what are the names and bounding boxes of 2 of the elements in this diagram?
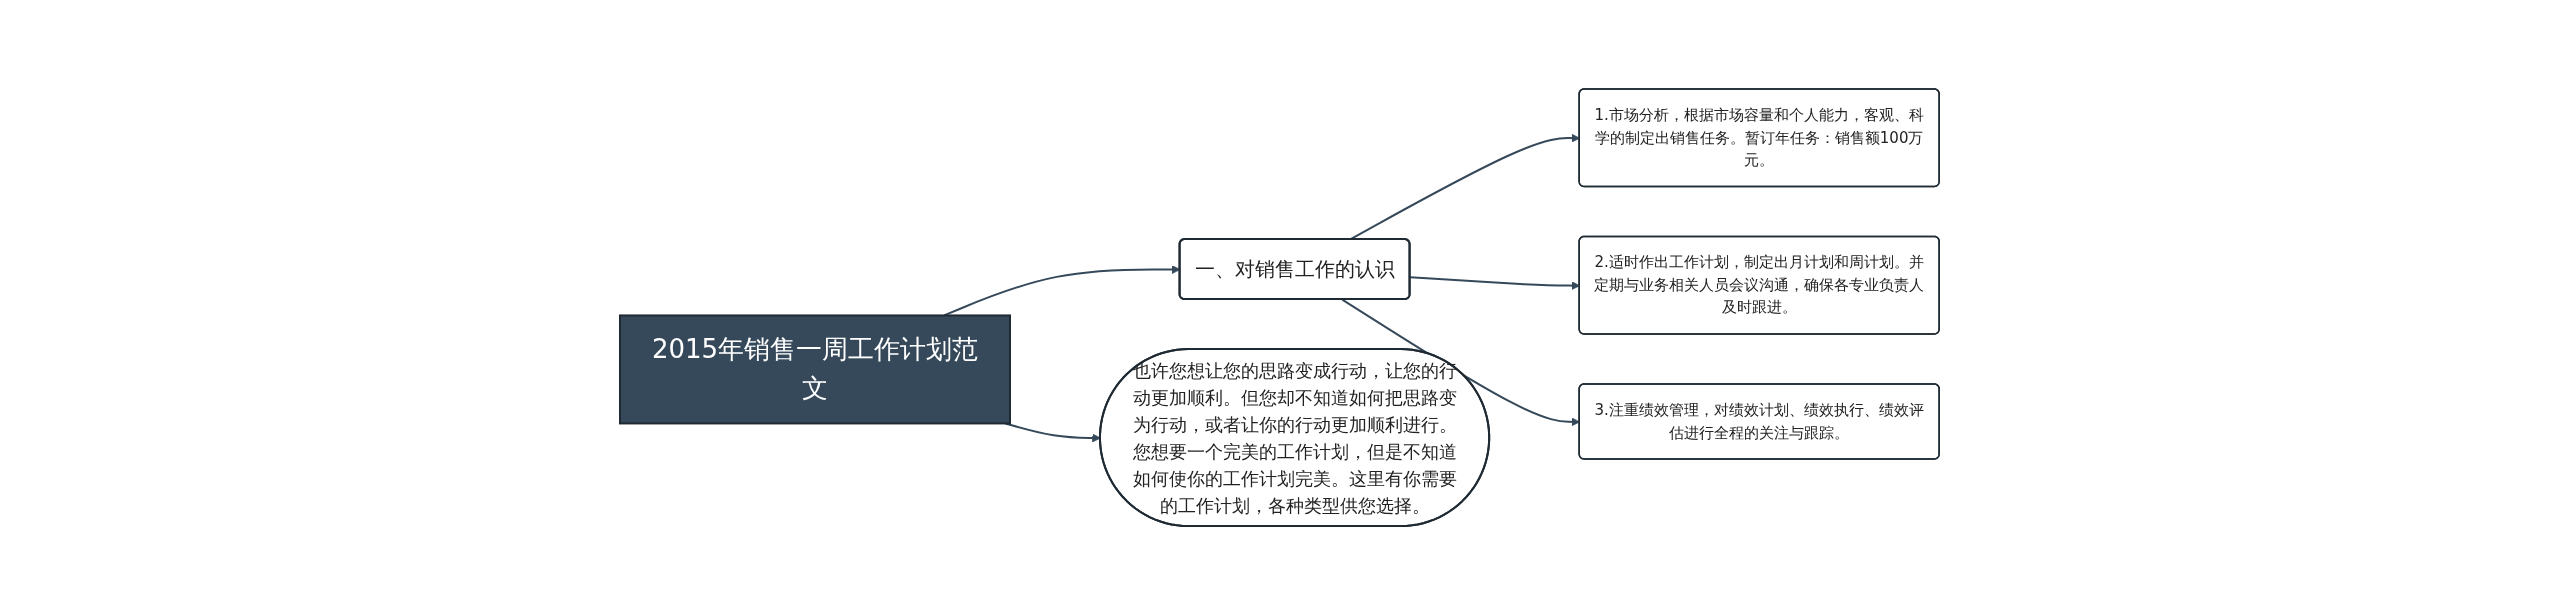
arrow (943, 265, 1181, 317)
node-box: 2015年销售一周工作计划范文 (619, 314, 1012, 425)
